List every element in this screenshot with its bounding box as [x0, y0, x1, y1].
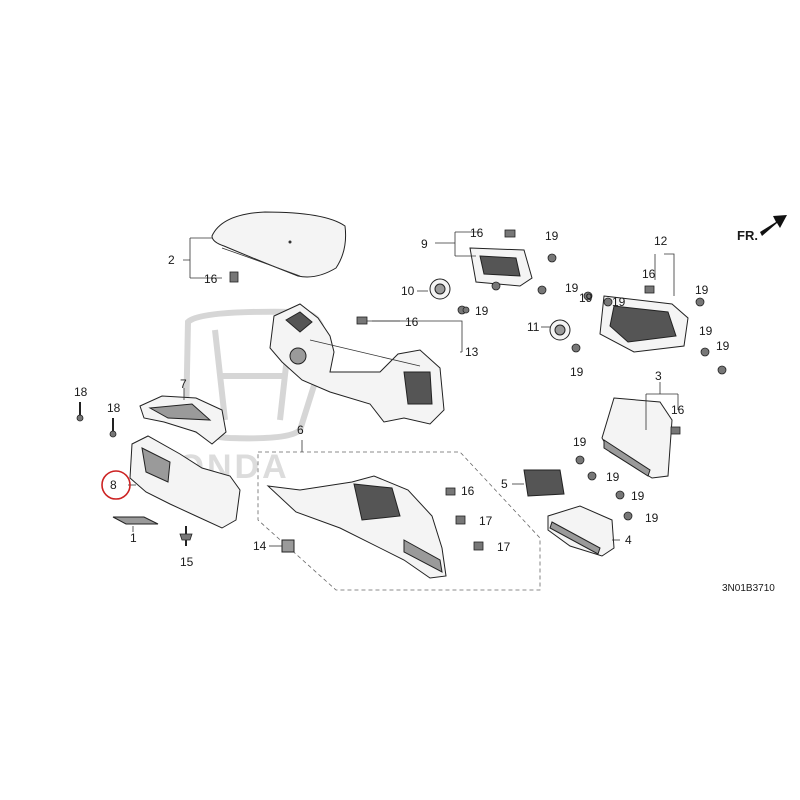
label-19-part12c: 19 [695, 283, 709, 297]
label-19-part9a: 19 [545, 229, 559, 243]
part-5-bracket [523, 469, 565, 497]
clip-16-part6 [445, 487, 456, 496]
screw-19-part12b [603, 297, 613, 307]
bolt-15 [179, 526, 193, 546]
label-16-part9: 16 [470, 226, 484, 240]
front-direction-indicator: FR. [737, 215, 787, 243]
clip-16-part12 [644, 285, 655, 294]
label-16-part6: 16 [461, 484, 475, 498]
label-19-part5c: 19 [631, 489, 645, 503]
label-18a: 18 [74, 385, 88, 399]
label-19-part12d: 19 [699, 324, 713, 338]
leader-12 [654, 253, 675, 296]
label-17a: 17 [479, 514, 493, 528]
front-direction-label: FR. [737, 228, 758, 243]
part-9-vent-left [469, 247, 533, 287]
screw-19-part5a [575, 455, 585, 465]
label-10: 10 [401, 284, 415, 298]
screw-19-part9c [491, 281, 501, 291]
part-7-column-cover-upper [139, 395, 227, 445]
part-11-ring [549, 319, 571, 341]
clip-16-part13 [356, 316, 368, 325]
label-16-part3: 16 [671, 403, 685, 417]
label-11: 11 [527, 320, 540, 334]
part-6-group-outline [257, 451, 541, 591]
label-16-part13: 16 [405, 315, 419, 329]
screw-19-part5b [587, 471, 597, 481]
label-8: 8 [110, 478, 117, 492]
label-9: 9 [421, 237, 428, 251]
label-15: 15 [180, 555, 194, 569]
label-19-part9b: 19 [565, 281, 579, 295]
label-5: 5 [501, 477, 508, 491]
screw-19-part5c [615, 490, 625, 500]
label-7: 7 [180, 377, 187, 391]
part-6-lower-panel [266, 475, 447, 579]
label-19-part5b: 19 [606, 470, 620, 484]
part-10-ring [429, 278, 451, 300]
screw-19-part11 [571, 343, 581, 353]
label-19-part13: 19 [475, 304, 489, 318]
part-12-vent-right [599, 295, 689, 353]
clip-17b [473, 541, 484, 551]
screw-19-part12e [717, 365, 727, 375]
diagram-ref-code: 3N01B3710 [722, 583, 775, 594]
highlight-circle-8 [101, 470, 131, 500]
part-4-side-panel [547, 505, 615, 557]
label-3: 3 [655, 369, 662, 383]
label-19-part5a: 19 [573, 435, 587, 449]
clip-16-part9 [504, 229, 516, 238]
label-17b: 17 [497, 540, 511, 554]
leader-2 [183, 237, 222, 279]
label-19-part4: 19 [645, 511, 659, 525]
clip-16-part2 [229, 271, 239, 283]
bolt-18b [109, 418, 117, 438]
clip-17a [455, 515, 466, 525]
label-18b: 18 [107, 401, 121, 415]
screw-19-part4 [623, 511, 633, 521]
bolt-18a [76, 402, 84, 422]
label-2: 2 [168, 253, 175, 267]
label-1: 1 [130, 531, 137, 545]
screw-19-part12d [700, 347, 710, 357]
screw-19-part12c [695, 297, 705, 307]
label-13: 13 [465, 345, 479, 359]
label-19-part12a: 19 [579, 291, 593, 305]
label-4: 4 [625, 533, 632, 547]
part-3-rear-trim [601, 397, 673, 479]
label-19-part12b: 19 [612, 295, 626, 309]
part-8-column-cover-lower [129, 435, 241, 529]
screw-19-part10 [462, 306, 470, 314]
part-2-armrest-lid [211, 211, 347, 278]
label-12: 12 [654, 234, 668, 248]
label-19-part11: 19 [570, 365, 584, 379]
label-6: 6 [297, 423, 304, 437]
screw-19-part12a [583, 291, 593, 301]
leader-3 [645, 382, 679, 430]
part-14-clip [281, 539, 295, 553]
part-1-pad [112, 516, 159, 525]
front-arrow-icon [760, 215, 787, 236]
part-13-console-bracket [269, 303, 445, 425]
leader-9 [435, 231, 482, 257]
label-19-part12e: 19 [716, 339, 730, 353]
label-16-part12: 16 [642, 267, 656, 281]
label-14: 14 [253, 539, 267, 553]
screw-19-part9b [537, 285, 547, 295]
label-16-part2: 16 [204, 272, 218, 286]
clip-16-part3 [670, 426, 681, 435]
screw-19-part9a [547, 253, 557, 263]
